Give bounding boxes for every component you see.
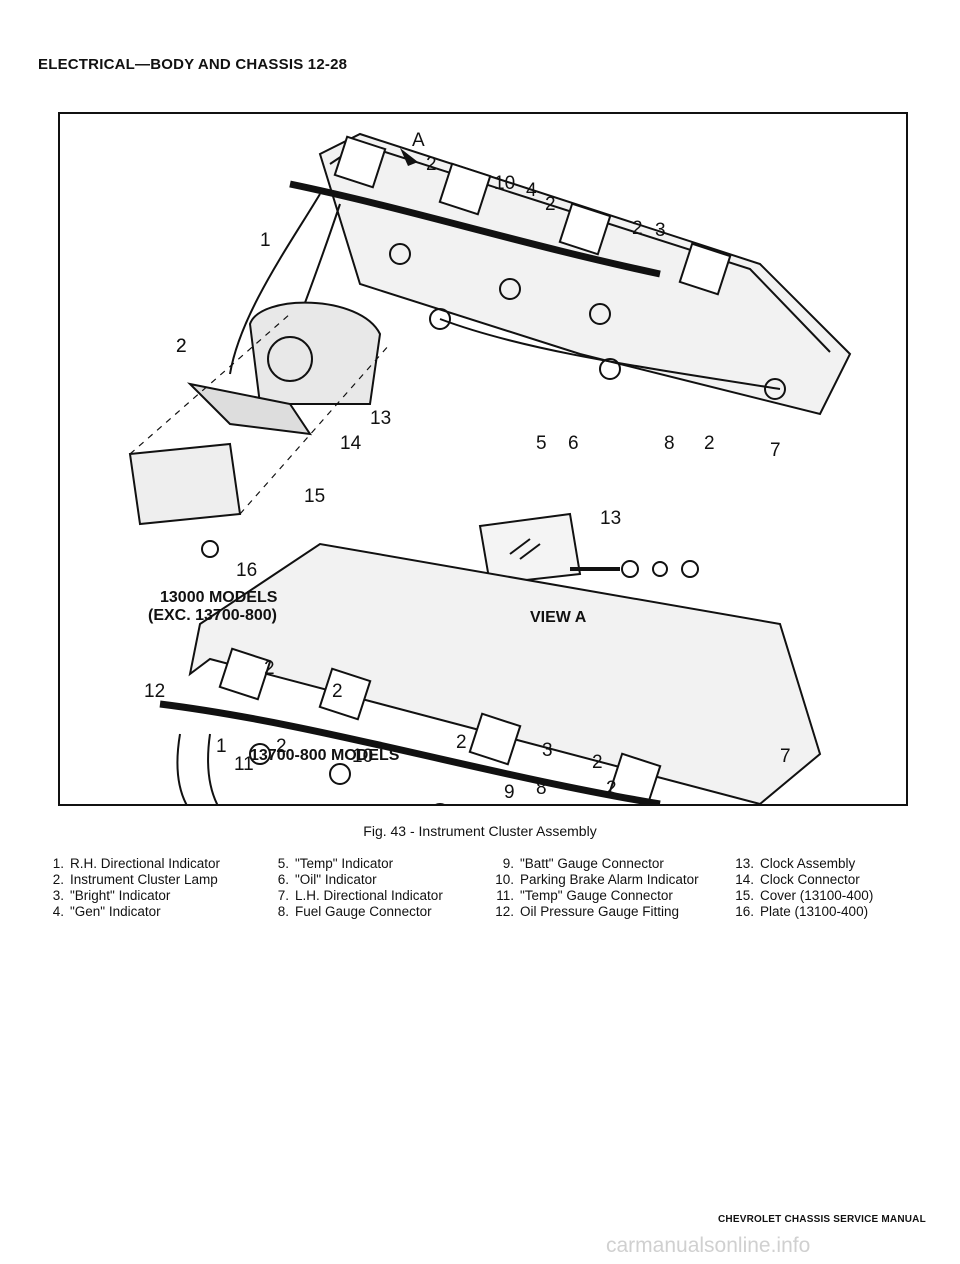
callout-upper: 5	[536, 433, 547, 454]
callout-lower: 2	[264, 658, 275, 679]
callout-lower: 12	[144, 681, 165, 702]
callout-upper: 10	[494, 173, 515, 194]
legend-item: 1.R.H. Directional Indicator	[52, 856, 221, 871]
legend-item: 9."Batt" Gauge Connector	[502, 856, 664, 871]
callout-upper: 3	[655, 220, 666, 241]
legend-item: 16.Plate (13100-400)	[735, 904, 869, 919]
parts-legend: 1.R.H. Directional Indicator 2.Instrumen…	[40, 856, 920, 920]
legend-item: 12.Oil Pressure Gauge Fitting	[495, 904, 680, 919]
legend-item: 6."Oil" Indicator	[277, 872, 377, 887]
legend-item: 10.Parking Brake Alarm Indicator	[495, 872, 699, 887]
legend-column: 13.Clock Assembly 14.Clock Connector 15.…	[730, 856, 920, 920]
upper-models-label-line1: 13000 MODELS	[160, 589, 278, 606]
callout-lower: 3	[542, 740, 553, 761]
callout-upper: 16	[236, 560, 257, 581]
callout-upper: 2	[632, 218, 643, 239]
legend-item: 8.Fuel Gauge Connector	[277, 904, 432, 919]
callout-upper: 8	[664, 433, 675, 454]
callout-upper: 6	[568, 433, 579, 454]
legend-item: 7.L.H. Directional Indicator	[277, 888, 443, 903]
callout-lower: 11	[234, 754, 254, 775]
callout-lower: 2	[456, 732, 467, 753]
callout-lower: 10	[352, 746, 373, 767]
watermark: carmanualsonline.info	[606, 1234, 811, 1257]
page-footer: CHEVROLET CHASSIS SERVICE MANUAL	[718, 1214, 926, 1225]
callout-upper: 1	[260, 230, 271, 251]
callout-upper: 2	[545, 194, 556, 215]
callout-lower: 2	[606, 778, 617, 799]
legend-item: 11."Temp" Gauge Connector	[496, 888, 673, 903]
legend-item: 15.Cover (13100-400)	[735, 888, 874, 903]
figure-caption: Fig. 43 - Instrument Cluster Assembly	[363, 823, 597, 839]
legend-item: 14.Clock Connector	[735, 872, 860, 887]
legend-item: 3."Bright" Indicator	[52, 888, 171, 903]
callout-upper: 4	[526, 180, 537, 201]
lower-models-label: 13700-800 MODELS	[250, 747, 400, 764]
callout-upper: 15	[304, 486, 325, 507]
callout-lower: 7	[780, 746, 791, 767]
legend-column: 5."Temp" Indicator 6."Oil" Indicator 7.L…	[265, 856, 490, 920]
legend-column: 9."Batt" Gauge Connector 10.Parking Brak…	[490, 856, 730, 920]
view-marker-a: A	[412, 130, 425, 151]
callout-view-13: 13	[600, 508, 621, 529]
legend-item: 4."Gen" Indicator	[52, 904, 161, 919]
callout-lower: 2	[276, 736, 287, 757]
legend-item: 13.Clock Assembly	[735, 856, 856, 871]
callout-upper: 7	[770, 440, 781, 461]
legend-item: 5."Temp" Indicator	[277, 856, 394, 871]
callout-lower: 2	[332, 681, 343, 702]
callout-upper: 2	[176, 336, 187, 357]
callout-upper: 2	[176, 336, 187, 357]
legend-item: 2.Instrument Cluster Lamp	[52, 872, 218, 887]
callout-upper: 2	[704, 433, 715, 454]
callout-upper: 2	[426, 154, 437, 175]
callout-lower: 2	[592, 752, 603, 773]
callout-lower: 9	[504, 782, 515, 803]
instrument-cluster-illustration: A 13000 MODELS (EXC. 13700-800) VIEW A 1…	[128, 130, 852, 804]
callout-upper: 14	[340, 433, 362, 454]
upper-models-label-line2: (EXC. 13700-800)	[148, 607, 277, 624]
figure-frame: A 13000 MODELS (EXC. 13700-800) VIEW A 1…	[58, 112, 908, 806]
legend-column: 1.R.H. Directional Indicator 2.Instrumen…	[40, 856, 265, 920]
callout-lower: 1	[216, 736, 227, 757]
page-header: ELECTRICAL—BODY AND CHASSIS 12-28	[38, 56, 348, 73]
callout-upper: 13	[370, 408, 391, 429]
callout-lower: 8	[536, 778, 547, 799]
view-a-label: VIEW A	[530, 609, 587, 626]
